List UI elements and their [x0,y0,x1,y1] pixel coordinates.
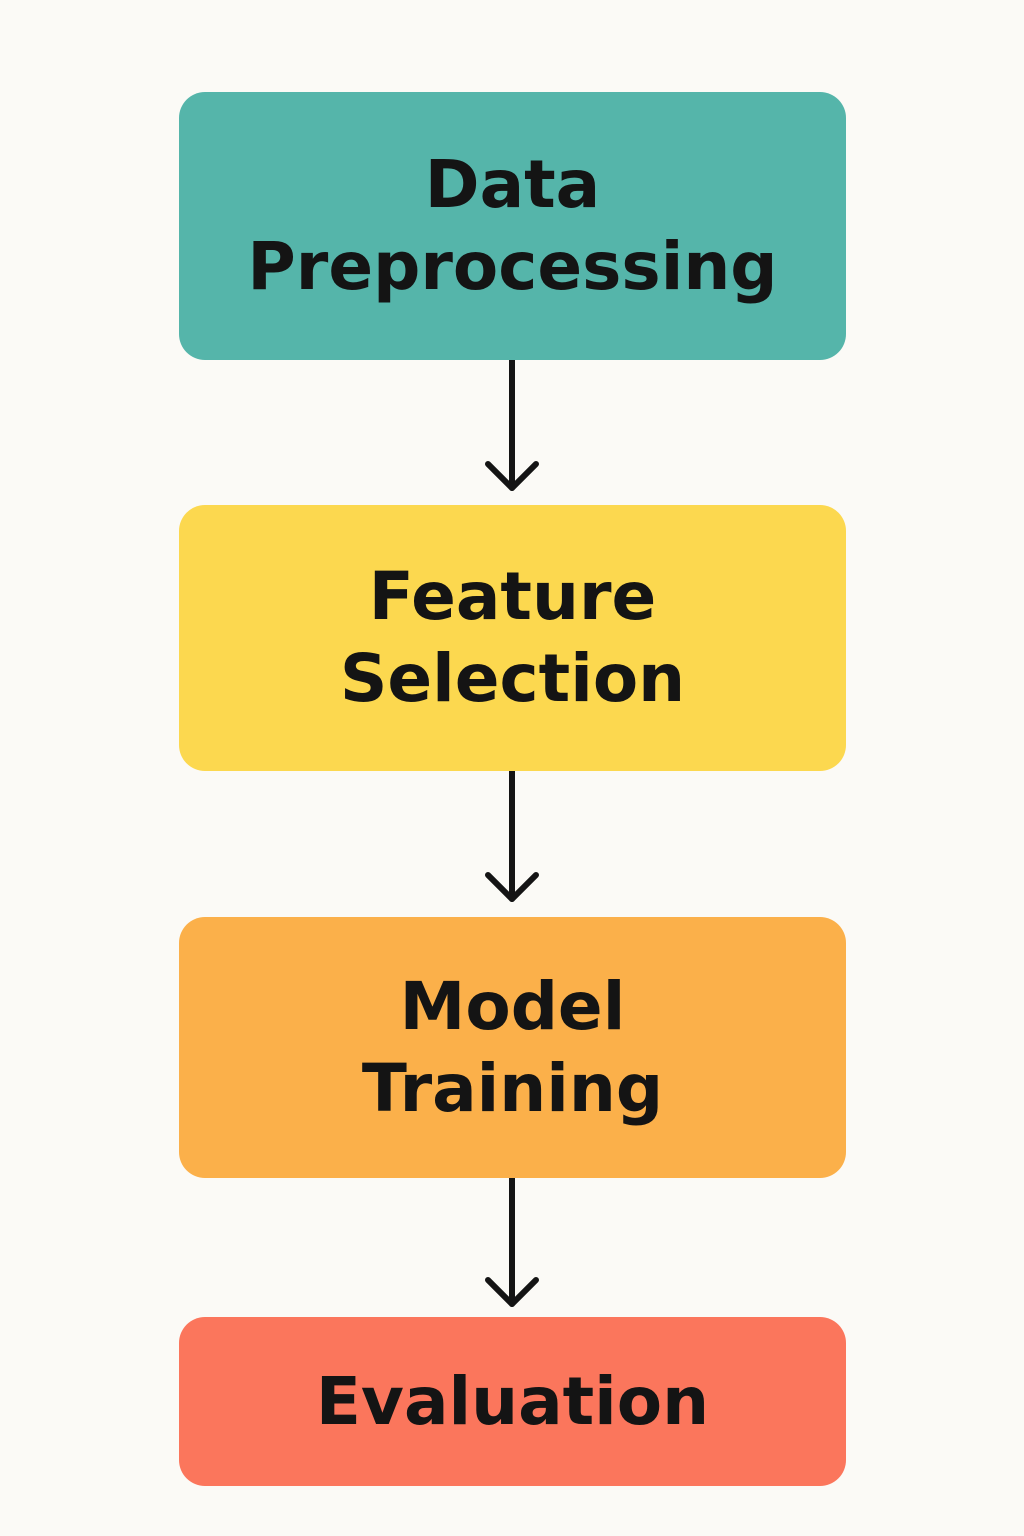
step-label: Feature Selection [339,558,686,717]
step-data-preprocessing: Data Preprocessing [179,92,846,360]
step-label: Evaluation [315,1362,710,1440]
arrow-down-icon [482,1178,542,1310]
step-label: Model Training [361,967,664,1127]
step-evaluation: Evaluation [179,1317,846,1486]
step-label: Data Preprocessing [247,146,778,305]
step-feature-selection: Feature Selection [179,505,846,771]
arrow-down-icon [482,360,542,494]
step-model-training: Model Training [179,917,846,1178]
arrow-down-icon [482,771,542,905]
